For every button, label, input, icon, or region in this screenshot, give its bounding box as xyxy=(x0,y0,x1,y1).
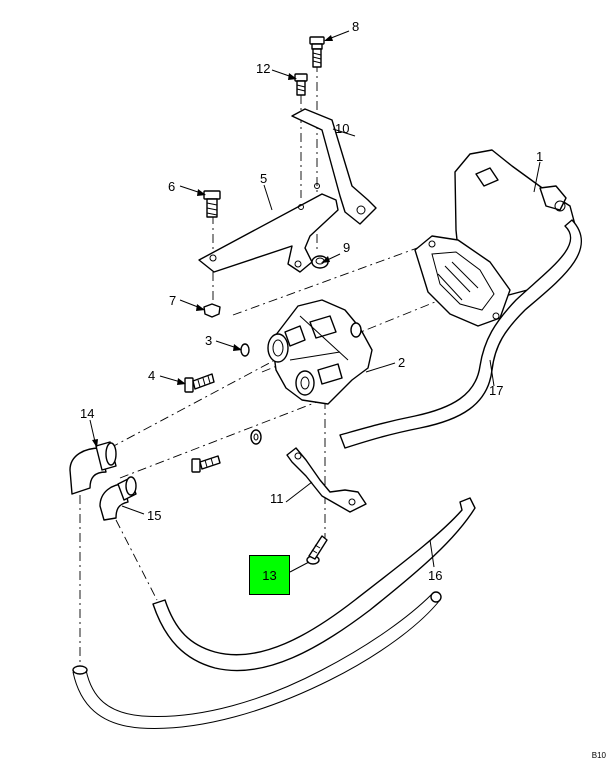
bracket-11 xyxy=(286,447,367,513)
callout-5: 5 xyxy=(260,171,267,186)
bracket-10 xyxy=(291,108,377,225)
bolt-8 xyxy=(309,36,325,68)
pump-2 xyxy=(267,299,373,405)
callout-3: 3 xyxy=(205,333,212,348)
callout-14: 14 xyxy=(80,406,94,421)
washer-lower xyxy=(250,429,262,445)
callout-9: 9 xyxy=(343,240,350,255)
callout-1: 1 xyxy=(536,149,543,164)
bolt-6 xyxy=(203,190,221,218)
callout-15: 15 xyxy=(147,508,161,523)
callout-6: 6 xyxy=(168,179,175,194)
elbow-14 xyxy=(69,441,117,495)
nut-9 xyxy=(311,255,329,269)
leader-lines xyxy=(89,30,541,573)
bracket-5 xyxy=(198,193,339,273)
nut-7 xyxy=(203,303,221,318)
callout-12: 12 xyxy=(256,61,270,76)
callout-labels: 1 2 3 4 5 6 7 8 9 10 11 12 14 15 16 17 xyxy=(80,19,543,583)
washer-3 xyxy=(240,343,250,357)
callout-4: 4 xyxy=(148,368,155,383)
engine-1 xyxy=(414,149,579,327)
callout-13-highlight[interactable]: 13 xyxy=(249,555,290,595)
callout-7: 7 xyxy=(169,293,176,308)
elbow-15 xyxy=(99,476,137,521)
callout-16: 16 xyxy=(428,568,442,583)
hose-17 xyxy=(339,219,583,449)
drawing-code: B10 xyxy=(591,751,606,760)
bolt-12 xyxy=(294,73,308,96)
callout-17: 17 xyxy=(489,383,503,398)
callout-2: 2 xyxy=(398,355,405,370)
hose-16 xyxy=(152,497,476,672)
bolt-4 xyxy=(184,373,215,393)
hose-lower xyxy=(72,591,442,729)
bolt-lower xyxy=(191,455,221,473)
callout-11: 11 xyxy=(270,491,284,506)
callout-13-label: 13 xyxy=(262,567,277,583)
callout-8: 8 xyxy=(352,19,359,34)
callout-10: 10 xyxy=(335,121,349,136)
screw-13 xyxy=(306,535,328,565)
